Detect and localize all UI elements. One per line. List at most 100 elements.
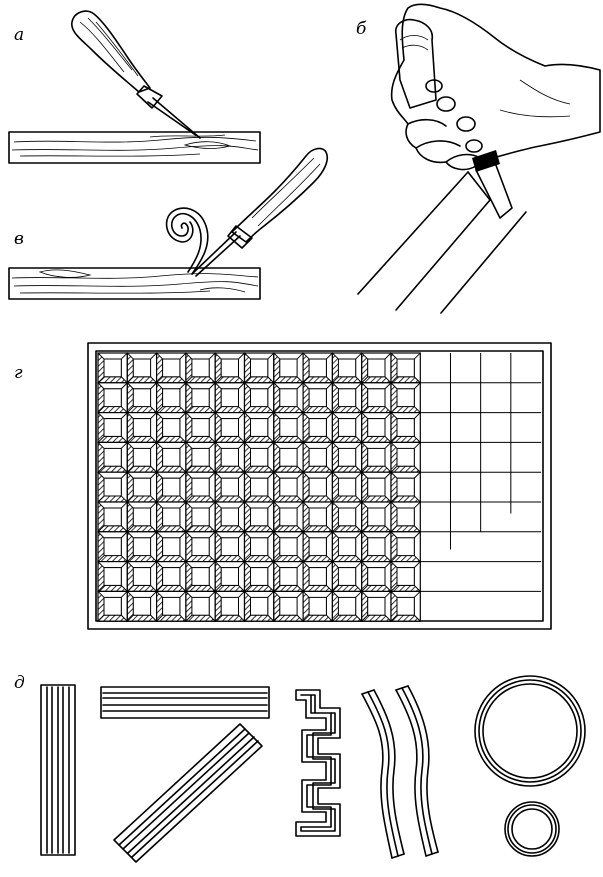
carved-cell <box>126 501 158 533</box>
carved-cell <box>390 560 422 593</box>
carved-cell <box>360 560 392 593</box>
carved-cell <box>214 411 246 444</box>
carved-cell <box>302 441 334 474</box>
carved-cell <box>302 560 334 593</box>
carved-cell <box>331 381 363 414</box>
carved-cell <box>184 471 217 503</box>
panel-b: б <box>356 3 601 314</box>
carved-cell <box>214 590 246 623</box>
carved-cell <box>331 501 363 533</box>
carved-cell <box>155 530 187 563</box>
carved-cell <box>97 590 129 623</box>
carved-cell <box>272 411 305 444</box>
board-b-edges <box>357 171 527 314</box>
carved-cell <box>214 352 246 384</box>
carved-grid <box>97 352 422 623</box>
carved-cell <box>243 381 275 414</box>
groove-ring-large <box>474 675 586 787</box>
carved-cell <box>126 560 158 593</box>
carved-cell <box>302 381 334 414</box>
carved-cell <box>331 590 363 623</box>
carved-cell <box>155 352 187 384</box>
carved-cell <box>390 501 422 533</box>
carved-cell <box>184 411 217 444</box>
carved-cell <box>184 501 217 533</box>
hand-b <box>390 3 601 171</box>
carved-cell <box>243 590 275 623</box>
carved-cell <box>184 560 217 593</box>
carved-cell <box>97 501 129 533</box>
carved-cell <box>97 530 129 563</box>
carved-cell <box>214 560 246 593</box>
carved-cell <box>390 381 422 414</box>
carved-cell <box>390 411 422 444</box>
carved-cell <box>272 471 305 503</box>
carved-cell <box>272 381 305 414</box>
carved-cell <box>390 590 422 623</box>
panel-v: в <box>8 147 329 300</box>
carved-cell <box>214 501 246 533</box>
carved-cell <box>331 471 363 503</box>
carved-cell <box>97 471 129 503</box>
carved-cell <box>302 590 334 623</box>
groove-diagonal <box>113 723 263 863</box>
carved-cell <box>184 530 217 563</box>
carved-cell <box>302 530 334 563</box>
carved-cell <box>390 441 422 474</box>
groove-wavy-left <box>361 689 405 859</box>
carved-cell <box>184 441 217 474</box>
carved-cell <box>97 381 129 414</box>
carved-cell <box>331 560 363 593</box>
carved-cell <box>243 560 275 593</box>
carved-cell <box>184 381 217 414</box>
carved-cell <box>126 381 158 414</box>
carved-cell <box>126 352 158 384</box>
carved-cell <box>184 352 217 384</box>
carved-cell <box>360 590 392 623</box>
carved-cell <box>390 352 422 384</box>
groove-ring-small <box>504 801 560 857</box>
carved-cell <box>272 590 305 623</box>
carved-cell <box>331 530 363 563</box>
carved-cell <box>97 560 129 593</box>
carved-cell <box>360 352 392 384</box>
carved-cell <box>243 530 275 563</box>
carved-cell <box>360 501 392 533</box>
carved-cell <box>302 352 334 384</box>
carved-cell <box>302 471 334 503</box>
carved-cell <box>272 501 305 533</box>
carved-cell <box>272 352 305 384</box>
carved-cell <box>214 441 246 474</box>
carved-cell <box>184 590 217 623</box>
carved-cell <box>214 381 246 414</box>
panel-d: д <box>14 673 586 863</box>
carved-cell <box>155 381 187 414</box>
carved-cell <box>155 590 187 623</box>
carved-cell <box>360 530 392 563</box>
carved-cell <box>126 441 158 474</box>
panel-label-g: г <box>14 363 23 383</box>
board-a <box>8 131 261 164</box>
carved-cell <box>126 471 158 503</box>
panel-g: г <box>14 342 552 630</box>
carved-cell <box>243 501 275 533</box>
carved-cell <box>390 530 422 563</box>
panel-label-v: в <box>14 229 24 249</box>
knife-v <box>191 147 329 277</box>
groove-meander <box>295 689 341 837</box>
carved-cell <box>155 560 187 593</box>
carved-cell <box>302 411 334 444</box>
carved-cell <box>272 560 305 593</box>
groove-horizontal <box>100 686 270 719</box>
carved-cell <box>331 441 363 474</box>
carved-cell <box>243 471 275 503</box>
carved-cell <box>302 501 334 533</box>
groove-vertical <box>40 684 76 856</box>
groove-wavy-right <box>395 685 439 857</box>
carved-cell <box>126 590 158 623</box>
carved-cell <box>360 441 392 474</box>
carved-cell <box>243 352 275 384</box>
grid-panel-frame <box>87 342 552 630</box>
knife-a <box>71 10 201 139</box>
